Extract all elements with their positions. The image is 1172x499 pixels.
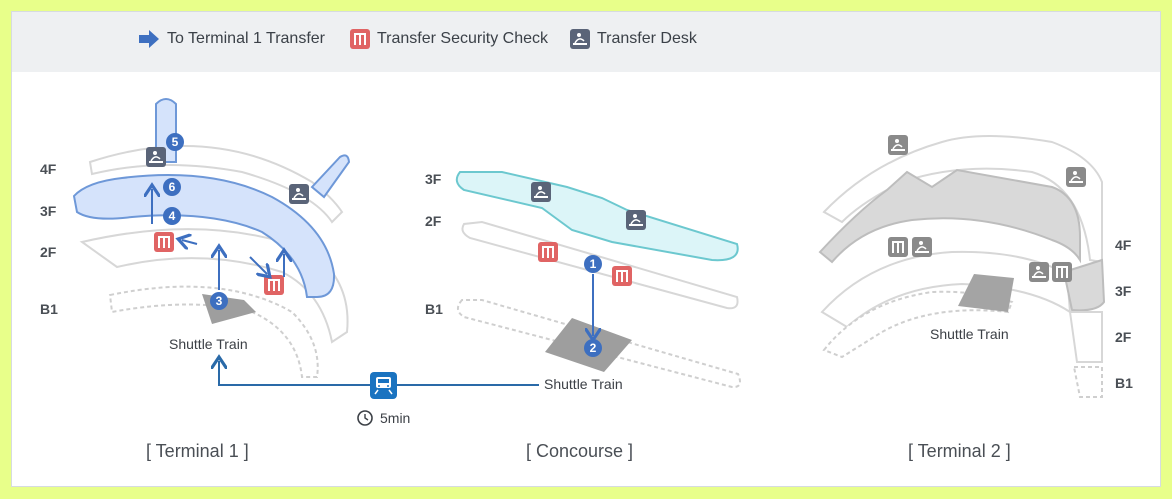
- t1-security-icon-2: [264, 275, 284, 295]
- t2-east-tower: [1062, 258, 1106, 312]
- t1-arrow-diag: [249, 256, 267, 274]
- t2-floor-4f: 4F: [1115, 237, 1132, 253]
- concourse-desk-icon-1: [530, 181, 552, 203]
- transfer-desk-icon: [570, 29, 590, 49]
- t1-step-5-badge: 5: [166, 133, 184, 151]
- t1-3f-level: [72, 174, 336, 298]
- concourse-shuttle-label: Shuttle Train: [544, 376, 623, 392]
- t1-floor-2f: 2F: [40, 244, 57, 260]
- legend-transfer-label: To Terminal 1 Transfer: [167, 30, 325, 47]
- concourse-floor-3f: 3F: [425, 171, 442, 187]
- legend-security-label: Transfer Security Check: [377, 30, 549, 47]
- t1-arrow-left: [182, 240, 198, 244]
- t1-transfer-desk-icon-1: [145, 146, 167, 168]
- t1-transfer-desk-icon-2: [288, 183, 310, 205]
- t2-security-icon-2: [1052, 262, 1072, 282]
- concourse-caption: [ Concourse ]: [526, 441, 633, 461]
- blue-arrow-icon: [139, 30, 159, 48]
- t2-floor-3f: 3F: [1115, 283, 1132, 299]
- legend-transfer: To Terminal 1 Transfer: [138, 29, 325, 49]
- legend-desk-label: Transfer Desk: [597, 30, 697, 47]
- svg-text:4: 4: [169, 209, 176, 223]
- concourse-floor-b1: B1: [425, 301, 443, 317]
- t1-step-3-badge: 3: [210, 292, 228, 310]
- svg-text:3: 3: [216, 294, 223, 308]
- concourse-step-1-badge: 1: [584, 255, 602, 273]
- concourse-security-icon-2: [612, 266, 632, 286]
- t2-east-b1: [1072, 366, 1103, 398]
- t2-floor-b1: B1: [1115, 375, 1133, 391]
- t2-gray-level: [818, 168, 1081, 264]
- legend-bar: To Terminal 1 Transfer Transfer Security…: [12, 12, 1160, 72]
- svg-text:1: 1: [590, 257, 597, 271]
- shuttle-route: 5min: [219, 361, 539, 426]
- t2-desk-icon-4: [1028, 261, 1050, 283]
- legend-security: Transfer Security Check: [350, 29, 548, 49]
- t2-shuttle-platform: [958, 274, 1014, 312]
- terminal1-map: 4F 3F 2F B1 3 4 5 6 Shuttle Train [ Term…: [40, 98, 351, 461]
- concourse-floor-2f: 2F: [425, 213, 442, 229]
- route-time: 5min: [380, 410, 410, 426]
- legend-desk: Transfer Desk: [570, 29, 697, 49]
- svg-text:2: 2: [590, 341, 597, 355]
- t2-caption: [ Terminal 2 ]: [908, 441, 1011, 461]
- concourse-map: 3F 2F B1 1 2 Shuttle Train [ Concourse ]: [425, 171, 741, 461]
- t1-east-pier: [310, 154, 351, 199]
- t2-security-icon-1: [888, 237, 908, 257]
- t2-desk-icon-3: [911, 236, 933, 258]
- terminal2-map: 4F 3F 2F B1 Shuttle Train [ Terminal 2 ]: [818, 134, 1133, 461]
- t2-shuttle-label: Shuttle Train: [930, 326, 1009, 342]
- t2-desk-icon-1: [887, 134, 909, 156]
- route-line: [219, 361, 539, 386]
- concourse-desk-icon-2: [625, 209, 647, 231]
- t1-floor-4f: 4F: [40, 161, 57, 177]
- concourse-step-2-badge: 2: [584, 339, 602, 357]
- map-canvas: 4F 3F 2F B1 3 4 5 6 Shuttle Train [ Term…: [40, 98, 1133, 461]
- t1-floor-3f: 3F: [40, 203, 57, 219]
- t1-step-6-badge: 6: [163, 178, 181, 196]
- concourse-security-icon-1: [538, 242, 558, 262]
- transfer-map-panel: To Terminal 1 Transfer Transfer Security…: [11, 11, 1161, 487]
- t1-floor-b1: B1: [40, 301, 58, 317]
- t1-step-4-badge: 4: [163, 207, 181, 225]
- clock-icon: [357, 410, 373, 426]
- t2-desk-icon-2: [1065, 166, 1087, 188]
- svg-text:5: 5: [172, 135, 179, 149]
- t1-caption: [ Terminal 1 ]: [146, 441, 249, 461]
- t1-security-icon-1: [154, 232, 174, 252]
- security-check-icon: [350, 29, 370, 49]
- svg-text:6: 6: [169, 180, 176, 194]
- t1-b1-level: [108, 285, 319, 378]
- train-icon: [370, 372, 397, 399]
- t2-east-lower: [1068, 311, 1103, 363]
- t1-shuttle-label: Shuttle Train: [169, 336, 248, 352]
- concourse-3f-level: [455, 171, 739, 262]
- t2-floor-2f: 2F: [1115, 329, 1132, 345]
